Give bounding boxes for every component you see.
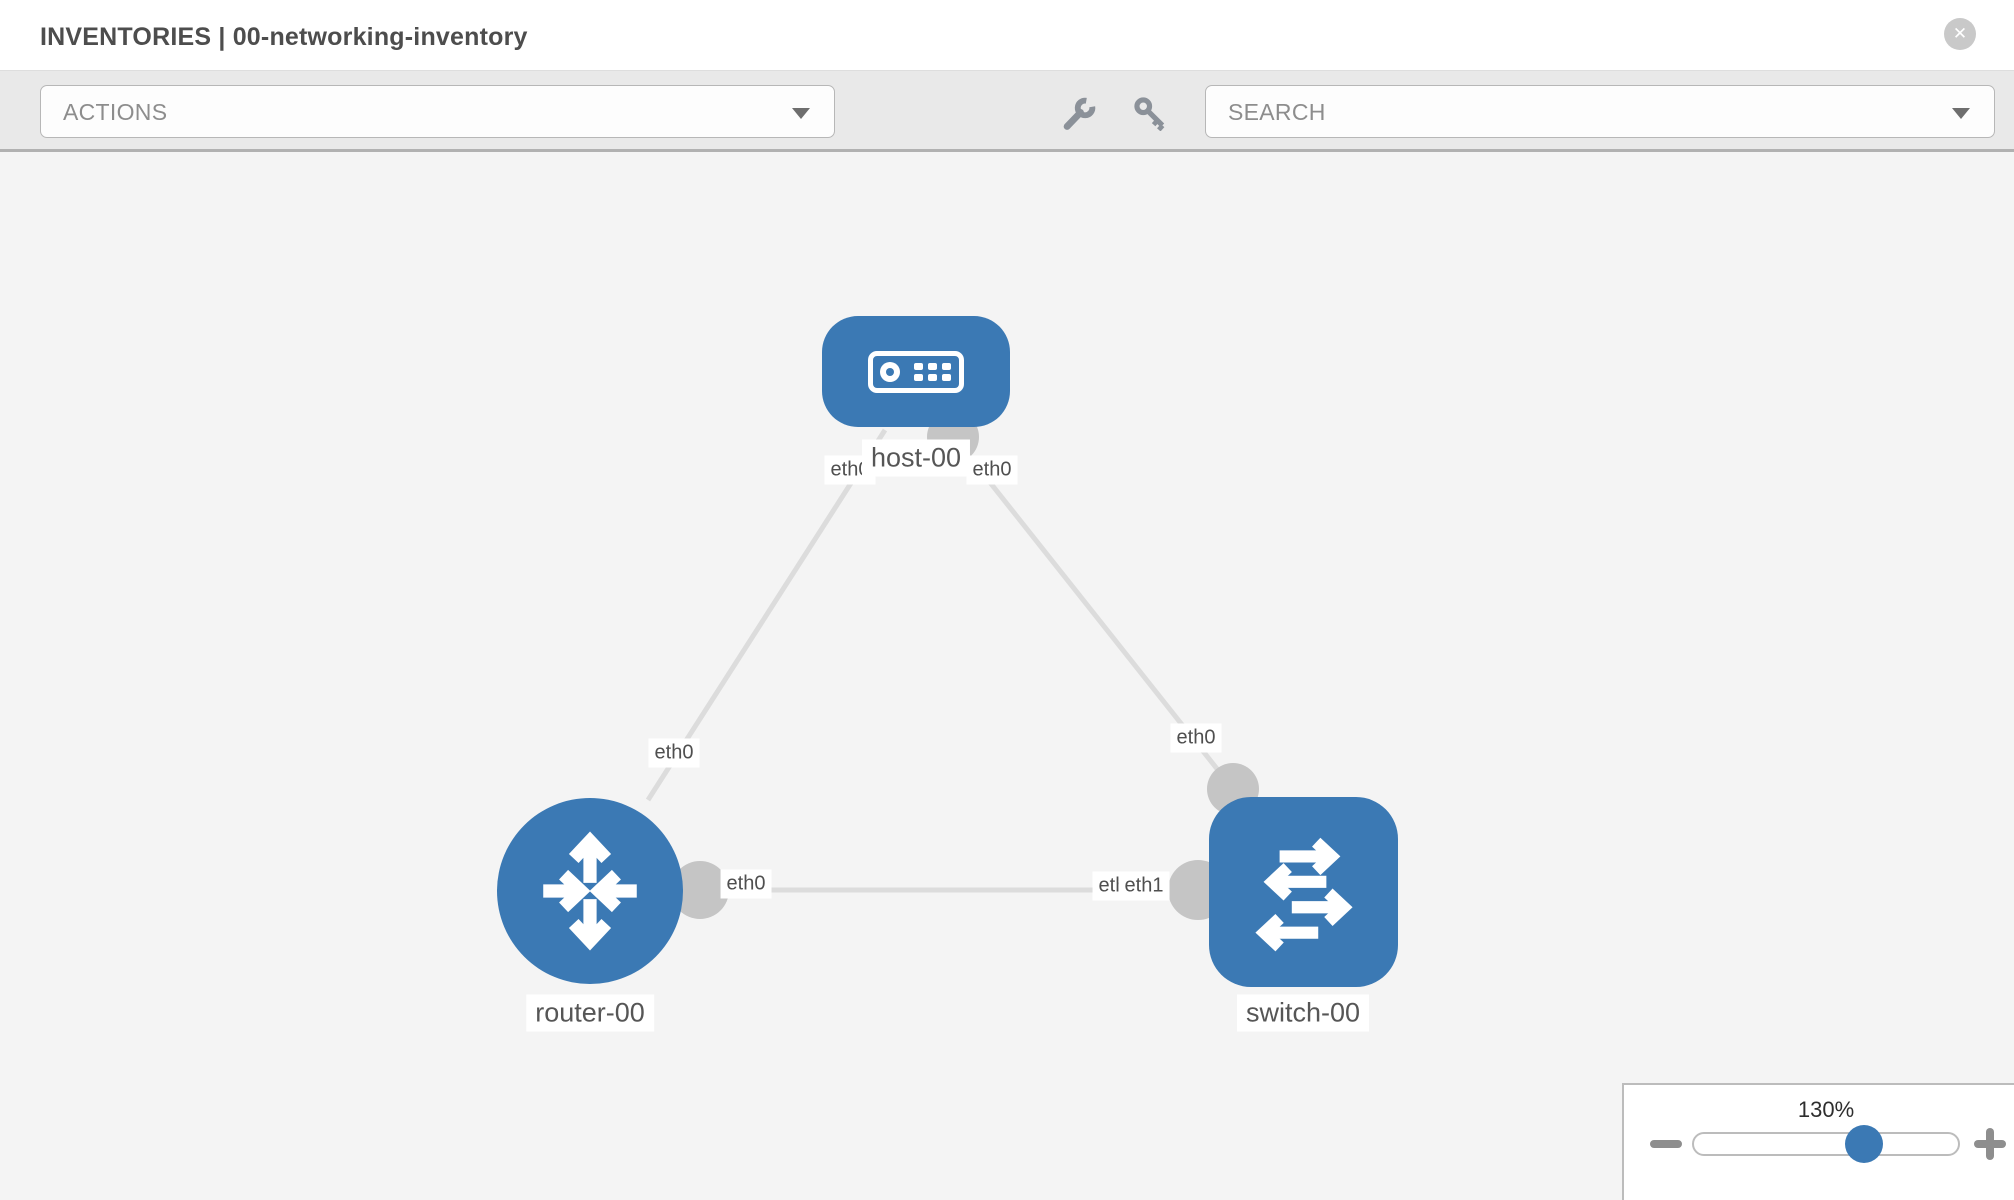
chevron-down-icon (1952, 108, 1970, 119)
node-label-switch-00: switch-00 (1236, 994, 1370, 1032)
search-dropdown-placeholder: SEARCH (1228, 99, 1326, 125)
topology-canvas[interactable]: eth0 eth0 eth0 eth0 eth0 eth0 eth1 host-… (0, 152, 2014, 1200)
search-dropdown[interactable]: SEARCH (1205, 85, 1995, 138)
page-title: INVENTORIES | 00-networking-inventory (40, 23, 528, 51)
zoom-slider-thumb[interactable] (1845, 1125, 1883, 1163)
if-label-host-eth0-right: eth0 (966, 455, 1018, 485)
chevron-down-icon (792, 108, 810, 119)
actions-dropdown[interactable]: ACTIONS (40, 85, 835, 138)
node-label-router-00: router-00 (526, 994, 654, 1032)
actions-dropdown-placeholder: ACTIONS (63, 99, 168, 125)
host-icon (868, 350, 964, 393)
toolbar: ACTIONS SEARCH (0, 70, 2014, 152)
link-host-router[interactable] (645, 428, 888, 802)
zoom-level-value: 130% (1797, 1097, 1855, 1122)
node-router-00[interactable] (497, 798, 683, 984)
zoom-slider-track[interactable] (1692, 1132, 1960, 1156)
if-label-router-eth0-top: eth0 (648, 738, 700, 768)
switch-icon (1254, 837, 1353, 952)
endpoint-router-right (671, 861, 729, 919)
if-label-switch-eth0-top: eth0 (1170, 723, 1222, 753)
if-label-host-eth0-left: eth0 (824, 455, 876, 485)
key-icon[interactable] (1132, 95, 1168, 132)
node-label-host-00: host-00 (861, 439, 971, 477)
wrench-icon[interactable] (1062, 95, 1098, 131)
node-host-00[interactable] (822, 316, 1010, 427)
header: INVENTORIES | 00-networking-inventory ✕ (0, 0, 2014, 70)
node-switch-00[interactable] (1209, 797, 1398, 987)
if-label-switch-eth1-left: eth1 (1118, 871, 1170, 901)
zoom-out-button[interactable] (1650, 1140, 1682, 1148)
close-icon[interactable]: ✕ (1944, 18, 1976, 50)
router-icon (543, 831, 637, 951)
links-layer (645, 411, 1259, 920)
zoom-control-panel: 130% (1622, 1083, 2014, 1200)
zoom-in-button[interactable] (1974, 1128, 2006, 1160)
if-label-router-eth0-right: eth0 (720, 869, 772, 899)
